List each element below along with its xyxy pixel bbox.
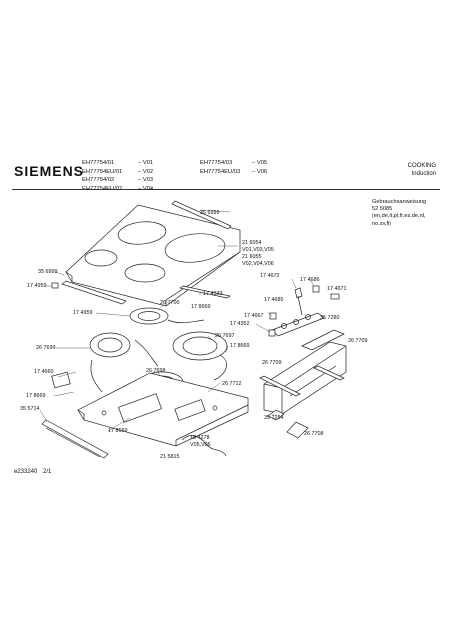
model-version: – V06 <box>252 168 268 175</box>
category-subline: Induction <box>411 170 436 177</box>
cooking-zone <box>84 249 118 267</box>
part-label: 17 8669 <box>230 343 250 349</box>
small-part <box>269 312 277 320</box>
part-label: 17 4671 <box>327 286 347 292</box>
footer-reference: e233240 2/1 <box>14 469 51 475</box>
control-board <box>271 312 325 337</box>
bracket-part <box>267 409 285 421</box>
rail-lower <box>259 375 301 397</box>
model-version: – V05 <box>252 160 268 166</box>
part-label: 17 4959 <box>27 283 47 289</box>
part-label: 35 5714 <box>20 406 40 412</box>
trim-strip-left <box>61 280 127 305</box>
part-label: 18 4278 <box>190 435 210 441</box>
part-label: 17 4667 <box>244 313 264 319</box>
model-version: – V04 <box>138 185 154 192</box>
model-code: EH77754/03 <box>200 160 233 166</box>
model-list-col1: EH77754/01 – V01 EH77754EU/01 – V02 EH7775… <box>82 159 153 193</box>
part-label: 21 5815 <box>160 454 180 460</box>
manual-number: 52 5085 <box>372 206 393 213</box>
model-row: EH77754/01 – V01 <box>82 159 153 168</box>
part-label: 17 4333 <box>203 291 223 297</box>
shaft-part <box>294 287 303 299</box>
electronics-module <box>263 341 347 415</box>
model-code: EH77754EU/03 <box>200 168 241 175</box>
front-strip <box>41 419 109 459</box>
part-label: 17 4959 <box>73 310 93 316</box>
part-label: 21 6054 <box>242 240 262 246</box>
model-row: EH77754/03 – V05 <box>200 159 267 168</box>
part-label: 26 7698 <box>146 368 166 374</box>
cooking-zone <box>164 233 226 263</box>
heat-sink <box>301 329 345 351</box>
part-label: 35 7280 <box>320 315 340 321</box>
manual-languages-cont: no,sv,fi) <box>372 220 392 227</box>
part-label: 26 7699 <box>36 345 56 351</box>
part-label: 17 8669 <box>26 393 46 399</box>
page-number: 2/1 <box>43 469 52 475</box>
part-label: 17 8669 <box>191 304 211 310</box>
manual-title: Gebrauchsanweisung <box>372 199 427 205</box>
small-part <box>330 293 340 300</box>
small-part <box>268 329 276 337</box>
part-label: 17 4672 <box>260 273 280 279</box>
part-label: 26 7697 <box>215 333 235 339</box>
part-label: 17 4685 <box>264 297 284 303</box>
part-label: 26 7700 <box>160 300 180 306</box>
part-label: 35 6999 <box>38 269 58 275</box>
sensor-plate <box>51 371 71 389</box>
power-cable <box>181 435 227 457</box>
part-label: V05,V06 <box>190 442 211 448</box>
part-label: 26 7709 <box>348 338 368 344</box>
part-label: 17 8669 <box>108 428 128 434</box>
model-code: EH77754/02 <box>82 177 115 184</box>
category-line: COOKING <box>407 163 436 169</box>
small-part <box>312 285 320 293</box>
part-label: 26 7709 <box>262 360 282 366</box>
part-label: V02,V04,V06 <box>242 261 274 267</box>
trim-strip-top <box>171 200 232 230</box>
cooking-zone <box>117 221 167 245</box>
model-code: EH77754/01 <box>82 160 115 166</box>
part-label: 35 7254 <box>264 415 284 421</box>
part-label: V01,V03,V05 <box>242 247 274 253</box>
part-label: 17 4352 <box>230 321 250 327</box>
part-label: 17 4660 <box>34 369 54 375</box>
cooking-zone <box>124 263 166 283</box>
brand-logo: SIEMENS <box>14 163 85 179</box>
manual-languages: (en,de,it,pl,fr,es,de,nl, <box>372 213 426 220</box>
drawing-number: e233240 <box>14 469 38 475</box>
induction-coil <box>172 331 228 361</box>
induction-coil <box>89 332 131 358</box>
model-row: EH77754EU/01 – V02 <box>82 168 153 177</box>
category-label: COOKING Induction <box>408 163 436 178</box>
part-label: 26 7708 <box>304 431 324 437</box>
cover-plate <box>286 421 309 439</box>
part-label: 21 6055 <box>242 254 262 260</box>
model-row: EH77754/02 – V03 <box>82 176 153 185</box>
model-row: EH77754EU/02 – V04 <box>82 185 153 194</box>
induction-coil <box>129 307 169 325</box>
rail-part <box>179 285 231 299</box>
header-divider <box>12 189 440 190</box>
part-label: 17 4686 <box>300 277 320 283</box>
model-code: EH77754EU/02 <box>82 185 123 192</box>
model-version: – V02 <box>138 168 154 175</box>
clip-part <box>51 282 59 289</box>
model-code: EH77754EU/01 <box>82 168 123 175</box>
part-label: 26 7712 <box>222 381 242 387</box>
part-label: 35 6999 <box>200 210 220 216</box>
model-row: EH77754EU/03 – V06 <box>200 168 267 177</box>
rail-lower-2 <box>313 365 345 381</box>
manual-reference: Gebrauchsanweisung 52 5085 (en,de,it,pl,… <box>372 199 426 228</box>
model-version: – V03 <box>138 177 154 184</box>
model-version: – V01 <box>138 160 154 166</box>
model-list-col2: EH77754/03 – V05 EH77754EU/03 – V06 <box>200 159 267 176</box>
